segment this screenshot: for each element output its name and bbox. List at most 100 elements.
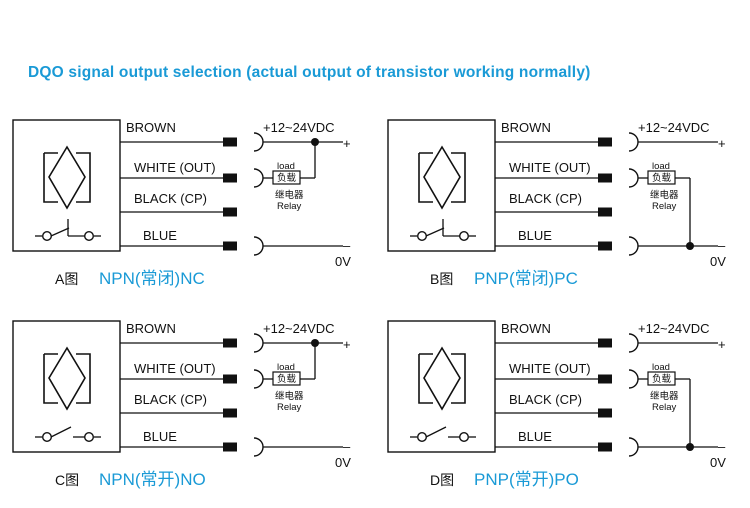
plus-sign: +: [718, 337, 726, 352]
plus-sign: +: [343, 337, 351, 352]
wire-label-brown: BROWN: [126, 120, 176, 135]
zero-volt-label: 0V: [710, 455, 726, 470]
wire-label-white: WHITE (OUT): [509, 361, 591, 376]
load-cn-label: 负载: [277, 172, 297, 184]
panel-letter: C图: [55, 472, 79, 488]
load-cn-label: 负载: [277, 373, 297, 385]
zero-volt-label: 0V: [335, 254, 351, 269]
relay-label: Relay: [277, 402, 302, 413]
wire-label-blue: BLUE: [518, 228, 552, 243]
terminal-white: [223, 374, 237, 384]
terminal-blue: [223, 241, 237, 251]
relay-cn-label: 继电器: [650, 189, 679, 201]
connector-white: [253, 369, 264, 389]
panel-a: BROWN WHITE (OUT) BLACK (CP) BLUE +12~24VDC +…: [12, 119, 351, 288]
load-label: load: [652, 362, 670, 373]
no-switch-icon: [35, 426, 101, 442]
sensor-symbol-icon: [418, 346, 466, 411]
relay-cn-label: 继电器: [275, 189, 304, 201]
plus-sign: +: [718, 136, 726, 151]
terminal-blue: [598, 241, 612, 251]
supply-label: +12~24VDC: [638, 120, 710, 135]
load-label: load: [652, 161, 670, 172]
connector-white: [253, 168, 264, 188]
panel-caption: PNP(常开)PO: [474, 470, 579, 489]
zero-volt-label: 0V: [335, 455, 351, 470]
panel-letter: D图: [430, 472, 454, 488]
connector-blue: [628, 236, 639, 256]
panel-caption: PNP(常闭)PC: [474, 269, 578, 288]
wire-label-white: WHITE (OUT): [134, 361, 216, 376]
supply-label: +12~24VDC: [263, 321, 335, 336]
wire-label-white: WHITE (OUT): [509, 160, 591, 175]
junction-dot: [686, 242, 694, 250]
zero-volt-label: 0V: [710, 254, 726, 269]
sensor-box: [387, 119, 496, 252]
connector-white: [628, 369, 639, 389]
panel-caption: NPN(常闭)NC: [99, 269, 205, 288]
supply-label: +12~24VDC: [638, 321, 710, 336]
junction-dot: [686, 443, 694, 451]
wire-label-brown: BROWN: [501, 321, 551, 336]
terminal-brown: [223, 137, 237, 147]
wire-label-black: BLACK (CP): [134, 191, 207, 206]
wire-label-blue: BLUE: [143, 228, 177, 243]
load-label: load: [277, 362, 295, 373]
terminal-white: [598, 173, 612, 183]
wire-label-black: BLACK (CP): [509, 392, 582, 407]
wire-label-blue: BLUE: [143, 429, 177, 444]
wire-label-white: WHITE (OUT): [134, 160, 216, 175]
wire-label-brown: BROWN: [126, 321, 176, 336]
connector-brown: [253, 132, 264, 152]
sensor-symbol-icon: [418, 145, 466, 210]
connector-brown: [628, 132, 639, 152]
terminal-brown: [223, 338, 237, 348]
connector-blue: [628, 437, 639, 457]
sensor-box: [12, 119, 121, 252]
terminal-black: [223, 408, 237, 418]
relay-cn-label: 继电器: [650, 390, 679, 402]
wire-label-black: BLACK (CP): [509, 191, 582, 206]
relay-label: Relay: [652, 201, 677, 212]
terminal-black: [223, 207, 237, 217]
panel-b: BROWN WHITE (OUT) BLACK (CP) BLUE +12~24VDC +…: [387, 119, 726, 288]
terminal-brown: [598, 137, 612, 147]
connector-white: [628, 168, 639, 188]
load-label: load: [277, 161, 295, 172]
nc-switch-icon: [35, 219, 101, 241]
load-cn-label: 负载: [652, 172, 672, 184]
junction-dot: [311, 339, 319, 347]
relay-label: Relay: [652, 402, 677, 413]
sensor-box: [387, 320, 496, 453]
panel-letter: B图: [430, 271, 453, 287]
terminal-blue: [223, 442, 237, 452]
relay-label: Relay: [277, 201, 302, 212]
load-cn-label: 负载: [652, 373, 672, 385]
terminal-blue: [598, 442, 612, 452]
minus-sign: –: [718, 439, 726, 454]
wire-label-black: BLACK (CP): [134, 392, 207, 407]
connector-brown: [253, 333, 264, 353]
panel-d: BROWN WHITE (OUT) BLACK (CP) BLUE +12~24VDC +…: [387, 320, 726, 489]
supply-label: +12~24VDC: [263, 120, 335, 135]
wire-label-brown: BROWN: [501, 120, 551, 135]
wire-label-blue: BLUE: [518, 429, 552, 444]
junction-dot: [311, 138, 319, 146]
sensor-symbol-icon: [43, 346, 91, 411]
wiring-panels: BROWN WHITE (OUT) BLACK (CP) BLUE +12~24VDC +…: [12, 119, 726, 489]
page-title: DQO signal output selection (actual outp…: [28, 64, 591, 81]
terminal-white: [598, 374, 612, 384]
terminal-white: [223, 173, 237, 183]
terminal-black: [598, 207, 612, 217]
plus-sign: +: [343, 136, 351, 151]
nc-switch-icon: [410, 219, 476, 241]
relay-cn-label: 继电器: [275, 390, 304, 402]
panel-letter: A图: [55, 271, 78, 287]
connector-blue: [253, 437, 264, 457]
sensor-symbol-icon: [43, 145, 91, 210]
sensor-box: [12, 320, 121, 453]
minus-sign: –: [718, 238, 726, 253]
connector-blue: [253, 236, 264, 256]
minus-sign: –: [343, 238, 351, 253]
